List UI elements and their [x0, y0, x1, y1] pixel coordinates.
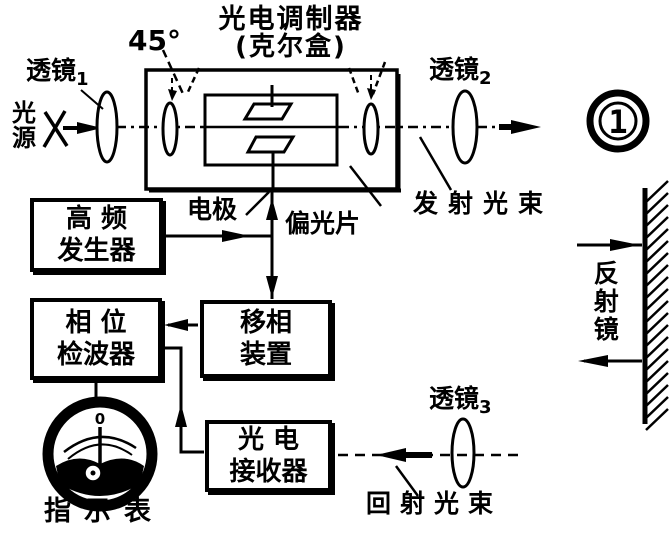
polarizer-label: 偏光片 — [285, 209, 361, 238]
photo-receiver-line2: 接收器 — [229, 457, 308, 487]
hf-generator-output-wire — [163, 230, 271, 242]
kerr-cell-polarizers — [161, 101, 380, 157]
modulator-title: 光电调制器 (克尔盒) — [185, 4, 397, 63]
polarizer-leader-line — [349, 165, 382, 207]
photo-receiver-line1: 光 电 — [237, 424, 300, 455]
phase-shifter-line1: 移相 — [239, 307, 292, 338]
transmit-beam-arrow — [499, 120, 541, 134]
electrode-leader-line — [245, 191, 270, 216]
lens1-label: 透镜1 — [26, 56, 89, 90]
light-source-line2: 源 — [12, 124, 36, 153]
reflector-mirror — [642, 180, 669, 431]
marker-digit: 1 — [608, 103, 627, 141]
lens2-label-text: 透镜 — [429, 55, 480, 84]
lens2-label-sub: 2 — [479, 68, 492, 89]
light-source-mark — [42, 110, 69, 148]
lens2-label: 透镜2 — [429, 55, 492, 89]
hf-generator-line1: 高 频 — [65, 203, 128, 234]
phase-shifter-line2: 装置 — [239, 340, 292, 370]
shifter-to-detector-wire — [164, 319, 198, 331]
beam-toward-mirror-arrow — [577, 239, 642, 251]
indicator-meter-label: 指示表 — [44, 496, 164, 527]
angle-45-label: 45° — [128, 24, 181, 57]
phase-detector-line1: 相 位 — [65, 307, 127, 338]
light-source-label: 光 源 — [4, 99, 44, 153]
photo-receiver-box: 光 电 接收器 — [205, 420, 332, 492]
lens1-leader-line — [80, 89, 104, 110]
modulator-title-line1: 光电调制器 — [218, 4, 364, 35]
hf-generator-line2: 发生器 — [57, 236, 136, 266]
beam-from-mirror-arrow — [578, 355, 642, 367]
meter-zero-label: 0 — [95, 410, 105, 428]
lens2-shape — [451, 89, 479, 165]
lens3-label-sub: 3 — [479, 397, 492, 418]
kerr-cell-box — [144, 68, 401, 193]
return-beam-axis — [338, 448, 521, 462]
beam-continuation-marker: 1 — [586, 89, 650, 153]
return-beam-label: 回射光束 — [366, 489, 503, 518]
modulator-title-line2: (克尔盒) — [235, 32, 347, 63]
electrode-label: 电极 — [187, 195, 238, 224]
source-arrow — [63, 122, 102, 134]
light-source-line1: 光 — [12, 99, 36, 127]
kerr-cell-electrodes — [242, 85, 296, 190]
lens1-shape — [95, 90, 119, 164]
lens3-label: 透镜3 — [429, 384, 492, 418]
electrode-drive-wire — [266, 190, 278, 299]
receiver-to-detector-wire — [163, 346, 204, 454]
emitted-beam-label: 发射光束 — [413, 189, 554, 218]
mirror-hatching — [645, 180, 669, 431]
meter-gauge: 0 — [42, 396, 158, 512]
phase-shifter-box: 移相 装置 — [200, 300, 332, 378]
emitted-beam-leader-line — [418, 136, 453, 191]
lens3-shape — [450, 417, 476, 489]
phase-detector-box: 相 位 检波器 — [30, 298, 162, 380]
polarizer-45deg-marks — [161, 49, 387, 101]
mirror-label: 反射镜 — [590, 260, 620, 344]
phase-detector-line2: 检波器 — [56, 340, 135, 370]
return-beam-leader-line — [394, 465, 420, 497]
lens3-label-text: 透镜 — [429, 384, 480, 413]
lens1-label-text: 透镜 — [26, 56, 77, 85]
lens1-label-sub: 1 — [76, 69, 89, 90]
hf-generator-box: 高 频 发生器 — [30, 198, 163, 272]
